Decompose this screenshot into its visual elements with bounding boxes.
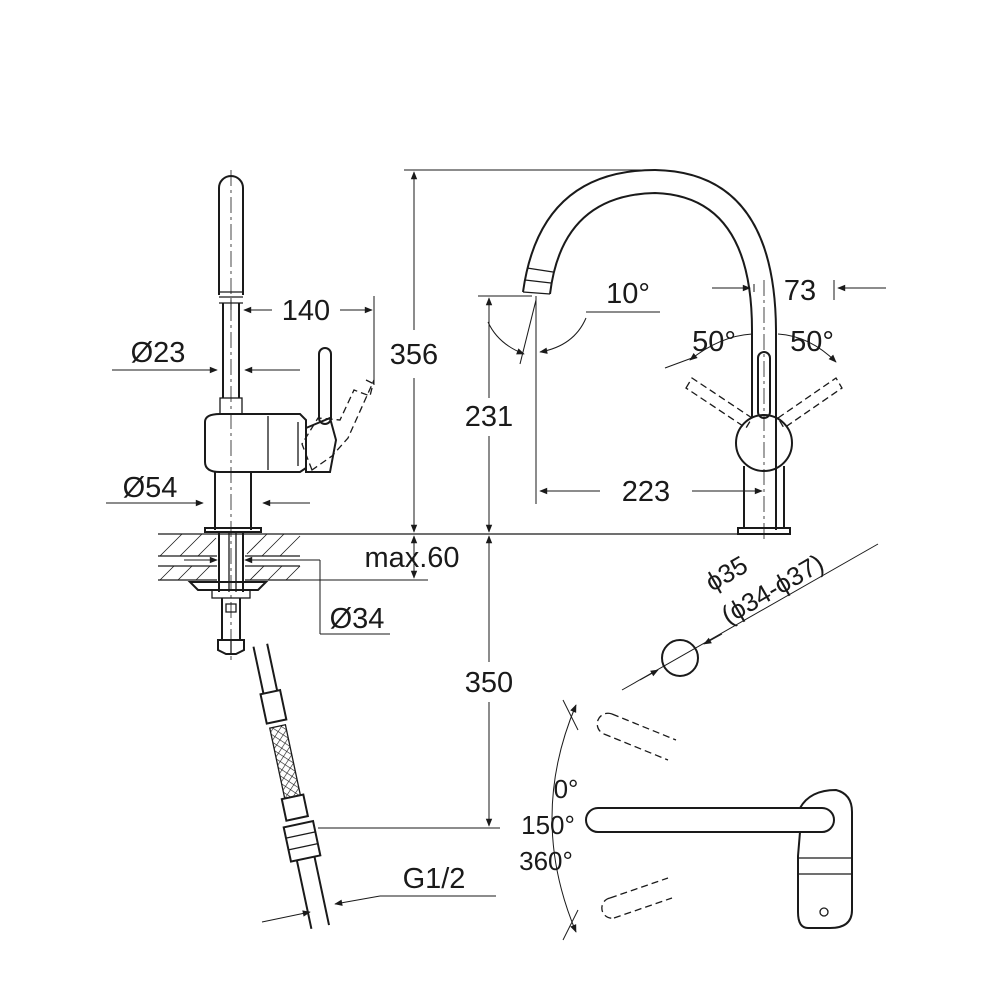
side-lever	[318, 347, 332, 425]
swivel-150: 150°	[521, 810, 575, 840]
mounting-deck	[158, 533, 301, 581]
dim-50deg-right: 50°	[790, 326, 834, 358]
dim-g12: G1/2	[403, 863, 466, 895]
mounting-hole	[661, 639, 699, 677]
front-view	[522, 168, 843, 540]
top-body	[797, 788, 853, 929]
front-lever-right-open	[777, 377, 843, 429]
front-lever-left-open	[685, 377, 753, 429]
dim-350: 350	[465, 667, 513, 699]
hole-detail: ϕ35 (ϕ34-ϕ37)	[621, 543, 879, 691]
side-lever-open	[301, 379, 375, 472]
dim-max-60: max.60	[364, 542, 459, 574]
dim-140: 140	[282, 295, 330, 327]
dim-shank-diameter: Ø34	[330, 603, 385, 635]
dim-356: 356	[390, 339, 438, 371]
dim-10deg: 10°	[606, 278, 650, 310]
dim-73: 73	[784, 275, 816, 307]
top-view: 0° 150° 360°	[519, 699, 853, 941]
dim-223: 223	[622, 476, 670, 508]
front-spout-arc	[522, 168, 777, 530]
side-dimensions: 140 Ø23 Ø54 max.60 Ø34	[106, 295, 460, 635]
dim-231: 231	[465, 401, 513, 433]
thread-dimension: G1/2	[261, 863, 496, 923]
side-body-outline	[204, 413, 307, 473]
side-view	[158, 170, 375, 660]
dim-spout-diameter: Ø23	[131, 337, 186, 369]
front-dimensions: 356 231 350 10° 223 73 50°	[318, 169, 886, 829]
dim-50deg-left: 50°	[692, 326, 736, 358]
top-spout	[585, 807, 835, 833]
swivel-0: 0°	[554, 774, 579, 804]
supply-hose	[252, 643, 330, 930]
swivel-360: 360°	[519, 846, 573, 876]
dim-body-diameter: Ø54	[123, 472, 178, 504]
